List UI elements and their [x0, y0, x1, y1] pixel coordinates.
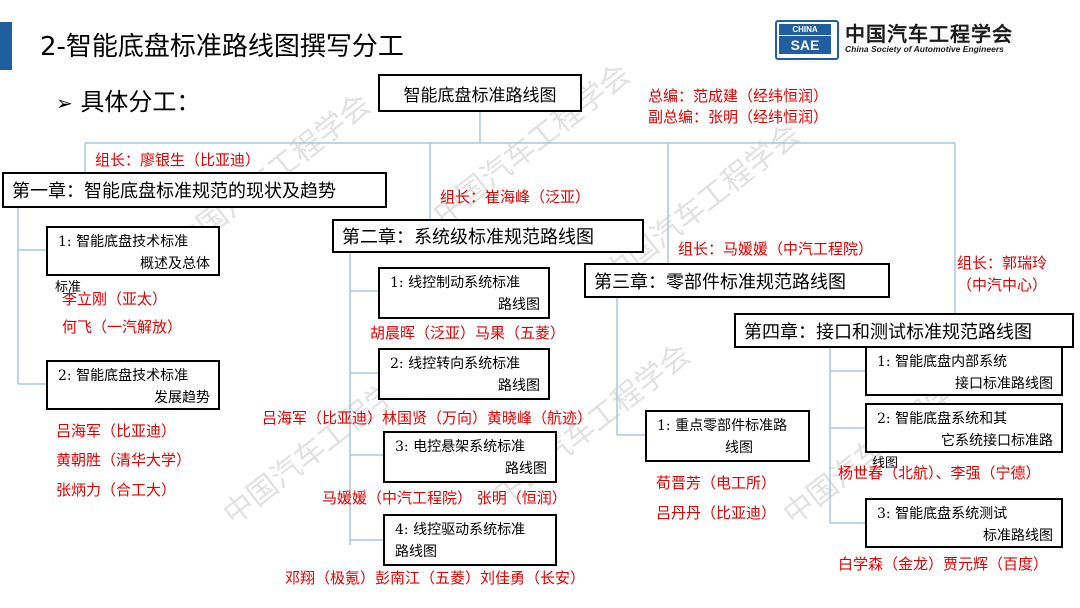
badge-top-text: CHINA	[779, 24, 831, 35]
section-text: 标准路线图	[983, 528, 1053, 544]
section-text: 路线图	[498, 378, 540, 394]
section-text: 接口标准路线图	[955, 376, 1053, 392]
chapter-1-section-1: 1: 智能底盘技术标准 概述及总体	[46, 226, 220, 276]
section-text: 4: 线控驱动系统标准	[395, 522, 526, 538]
badge-bottom-text: SAE	[779, 36, 831, 54]
section-text: 路线图	[498, 297, 540, 313]
section-text: 2: 智能底盘技术标准	[58, 368, 189, 384]
section-overflow-text: 标准	[55, 280, 82, 295]
section-text: 路线图	[395, 544, 437, 560]
section-text: 1: 重点零部件标准路	[657, 418, 788, 434]
author: 黄朝胜（清华大学）	[56, 451, 192, 469]
section-overflow-text: 线图	[872, 456, 899, 471]
section-subtitle: ➢ 具体分工：	[56, 82, 200, 117]
root-node: 智能底盘标准路线图	[378, 74, 582, 112]
chapter-4-section-2: 2: 智能底盘系统和其 它系统接口标准路	[865, 403, 1063, 453]
chapter-2-section-4: 4: 线控驱动系统标准 路线图	[383, 514, 557, 566]
chapter-4-leader: 组长：郭瑞玲	[957, 254, 1048, 272]
chapter-2-section-2: 2: 线控转向系统标准 路线图	[378, 348, 550, 400]
chief-editor: 总编：范成建（经纬恒润）	[648, 87, 829, 105]
author: 吕海军（比亚迪）林国贤（万向）黄晓峰（航迹）	[262, 409, 593, 427]
author: 白学森（金龙）贾元辉（百度）	[838, 555, 1049, 573]
author: 杨世春（北航）、李强（宁德）	[838, 464, 1041, 482]
chapter-3-node: 第三章：零部件标准规范路线图	[584, 263, 890, 298]
chapter-4-leader-org: （中汽中心）	[957, 276, 1048, 294]
section-text: 3: 智能底盘系统测试	[877, 506, 1008, 522]
chapter-1-section-2: 2: 智能底盘技术标准 发展趋势	[46, 360, 220, 410]
section-text: 2: 线控转向系统标准	[390, 356, 521, 372]
section-text: 线图	[725, 440, 753, 456]
page-title: 2-智能底盘标准路线图撰写分工	[40, 32, 404, 62]
chapter-4-section-3: 3: 智能底盘系统测试 标准路线图	[865, 498, 1063, 548]
author: 邓翔（极氪）彭南江（五菱）刘佳勇（长安）	[285, 569, 586, 587]
section-text: 路线图	[505, 461, 547, 477]
logo-name-en: China Society of Automotive Engineers	[845, 44, 1004, 54]
section-text: 1: 智能底盘技术标准	[58, 234, 189, 250]
chapter-4-section-1: 1: 智能底盘内部系统 接口标准路线图	[865, 346, 1063, 396]
chapter-1-node: 第一章：智能底盘标准规范的现状及趋势	[2, 172, 387, 208]
author: 吕丹丹（比亚迪）	[656, 504, 777, 522]
chapter-2-leader: 组长：崔海峰（泛亚）	[440, 188, 591, 206]
section-text: 发展趋势	[154, 390, 210, 406]
section-text: 1: 线控制动系统标准	[390, 275, 521, 291]
author: 胡晨晖（泛亚）马果（五菱）	[370, 324, 566, 342]
csae-badge-icon: CHINA SAE	[775, 20, 839, 60]
section-text: 概述及总体	[140, 256, 210, 272]
author: 马媛媛（中汽工程院） 张明（恒润）	[322, 489, 567, 507]
csae-logo: CHINA SAE 中国汽车工程学会 China Society of Auto…	[775, 18, 1065, 60]
author: 吕海军（比亚迪）	[56, 422, 177, 440]
subtitle-text: 具体分工：	[80, 88, 201, 116]
chapter-2-section-1: 1: 线控制动系统标准 路线图	[378, 267, 550, 319]
author: 何飞（一汽解放）	[62, 318, 183, 336]
author: 李立刚（亚太）	[62, 290, 168, 308]
section-text: 1: 智能底盘内部系统	[877, 354, 1008, 370]
chapter-3-section-1: 1: 重点零部件标准路 线图	[645, 410, 810, 462]
chapter-1-leader: 组长：廖银生（比亚迪）	[95, 151, 261, 169]
chapter-2-section-3: 3: 电控悬架系统标准 路线图	[383, 431, 557, 483]
author: 荀晋芳（电工所）	[656, 474, 777, 492]
section-text: 3: 电控悬架系统标准	[395, 439, 526, 455]
deputy-editor: 副总编：张明（经纬恒润）	[648, 108, 829, 126]
section-text: 2: 智能底盘系统和其	[877, 411, 1008, 427]
accent-bar	[0, 22, 12, 70]
bullet-arrow-icon: ➢	[56, 91, 73, 115]
author: 张炳力（合工大）	[56, 481, 177, 499]
chapter-2-node: 第二章：系统级标准规范路线图	[332, 219, 644, 253]
section-text: 它系统接口标准路	[941, 433, 1053, 449]
logo-name-cn: 中国汽车工程学会	[845, 22, 1013, 46]
chapter-3-leader: 组长：马媛媛（中汽工程院）	[678, 240, 874, 258]
chapter-4-node: 第四章：接口和测试标准规范路线图	[734, 313, 1074, 348]
